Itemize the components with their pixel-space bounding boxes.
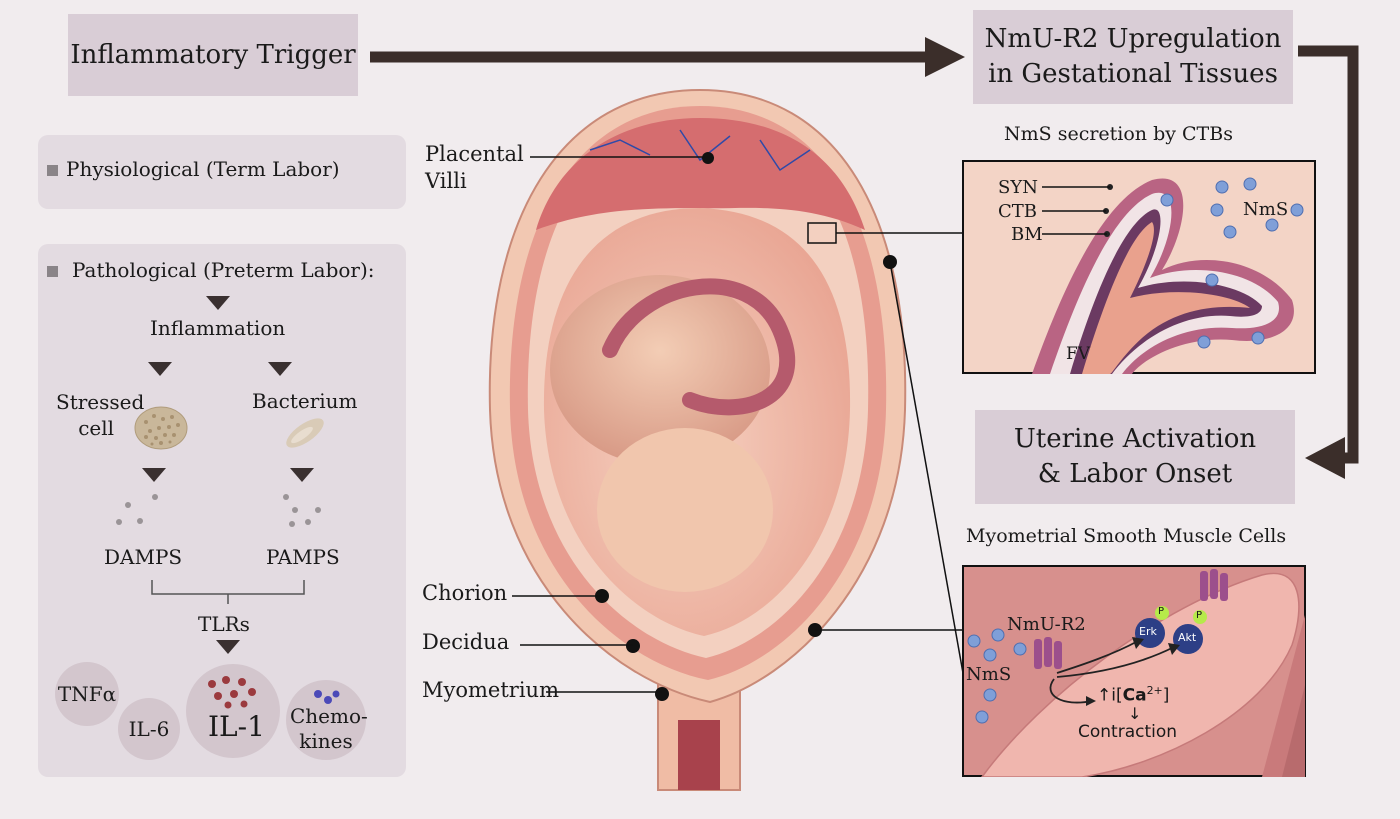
syn-label: SYN bbox=[998, 177, 1038, 198]
bm-label: BM bbox=[1011, 224, 1043, 245]
villi-nms-label: NmS bbox=[1243, 199, 1288, 220]
erk-label: Erk bbox=[1139, 625, 1157, 638]
contraction-label: Contraction bbox=[1078, 722, 1177, 742]
receptor-label: NmU-R2 bbox=[1007, 614, 1086, 635]
myometrium-label: Myometrium bbox=[422, 678, 559, 702]
phospho-erk-label: P bbox=[1158, 606, 1164, 617]
villi-inset-title: NmS secretion by CTBs bbox=[1004, 123, 1233, 145]
placental-villi-label: Placental Villi bbox=[425, 141, 524, 196]
phospho-akt-label: P bbox=[1196, 610, 1202, 621]
muscle-inset bbox=[962, 565, 1306, 777]
fv-label: FV bbox=[1066, 344, 1090, 364]
calcium-label: ↑i[Ca2+] bbox=[1097, 684, 1169, 706]
ctb-label: CTB bbox=[998, 201, 1037, 222]
akt-label: Akt bbox=[1178, 631, 1196, 644]
decidua-label: Decidua bbox=[422, 630, 509, 654]
muscle-inset-title: Myometrial Smooth Muscle Cells bbox=[966, 525, 1286, 547]
down-arrow-icon: ↓ bbox=[1128, 704, 1141, 723]
chorion-label: Chorion bbox=[422, 581, 507, 605]
muscle-nms-label: NmS bbox=[966, 664, 1011, 685]
